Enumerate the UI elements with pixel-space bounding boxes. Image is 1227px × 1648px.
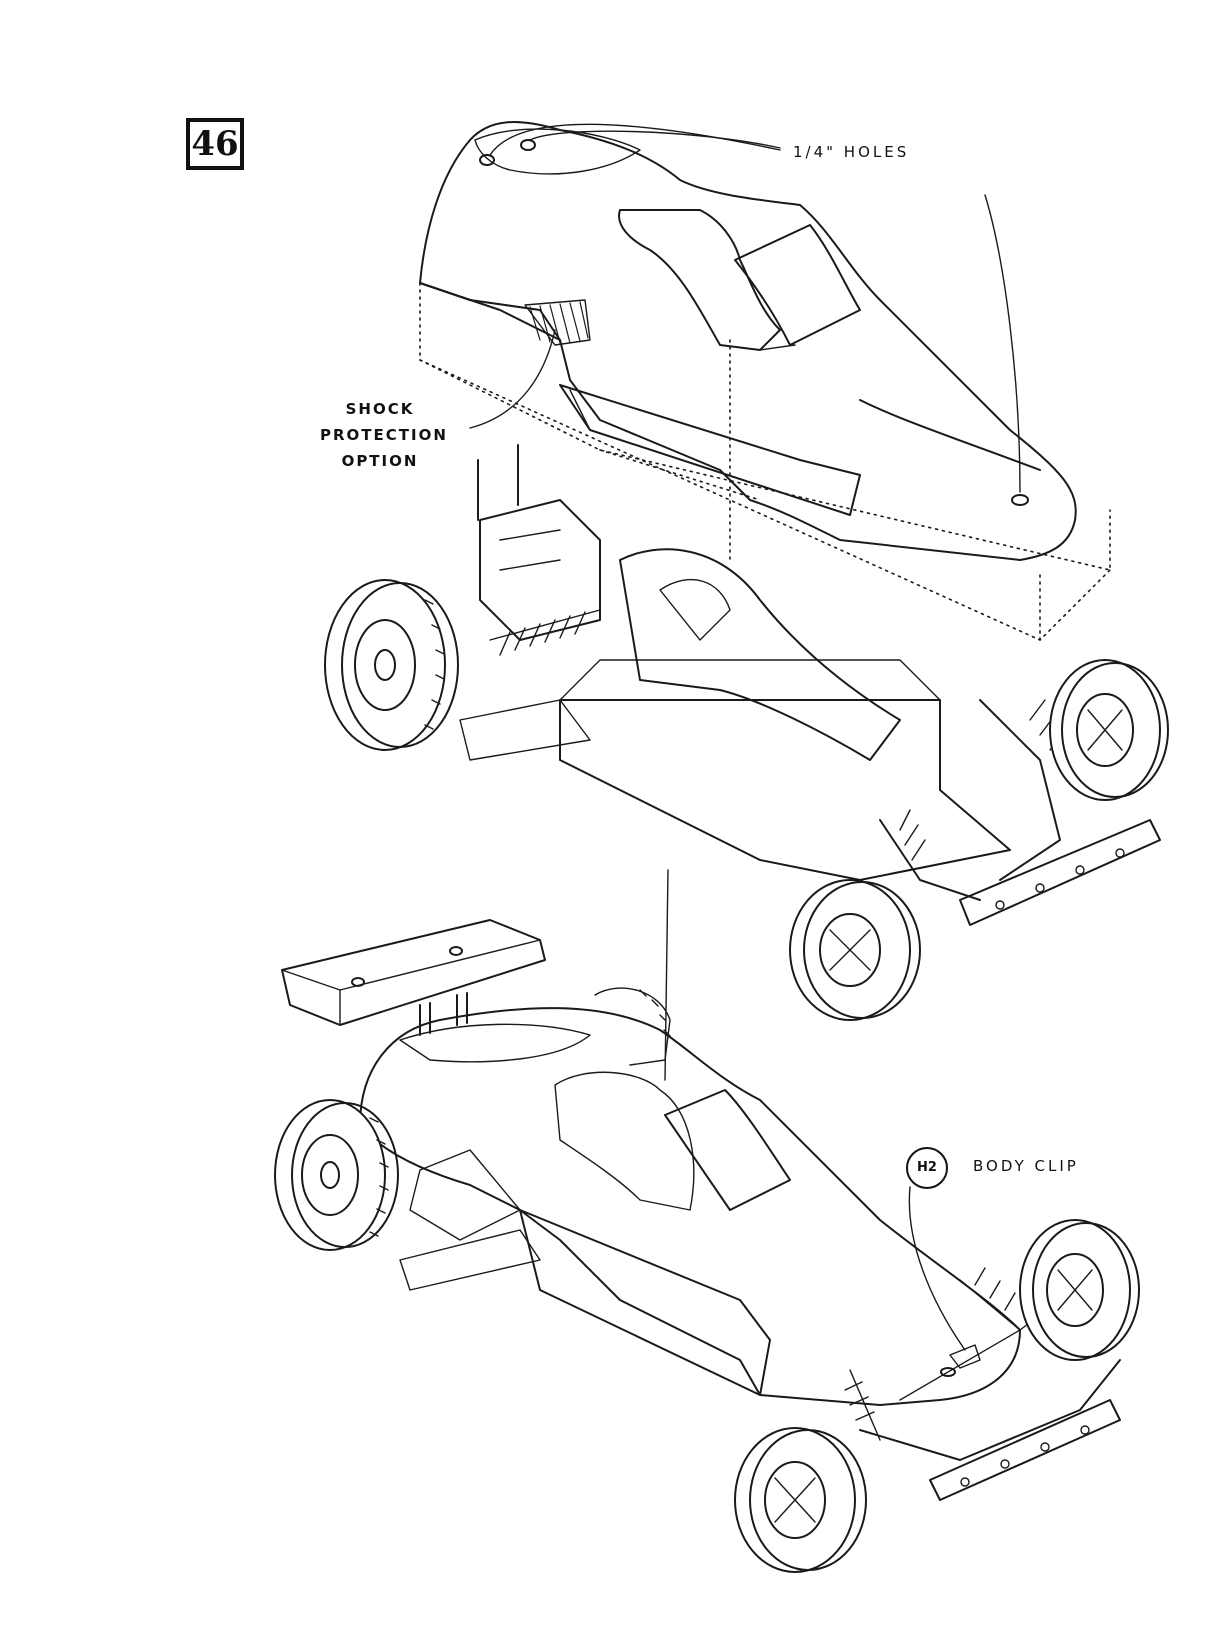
shock-protection-callout: SHOCK PROTECTION OPTION xyxy=(320,396,448,474)
shock-callout-line-2: PROTECTION xyxy=(320,426,448,444)
body-shell-exploded xyxy=(419,121,1111,641)
front-wheel-bottom-right xyxy=(1019,1219,1140,1361)
body-clip-callout: BODY CLIP xyxy=(973,1157,1079,1175)
step-number-badge: 46 xyxy=(186,118,244,170)
body-shell-assembled xyxy=(359,1007,1021,1406)
rear-wing xyxy=(281,919,546,1036)
front-wheel-top-right xyxy=(1049,659,1169,801)
antenna xyxy=(664,869,669,1081)
shock-callout-line-3: OPTION xyxy=(341,452,419,470)
front-wheel-top-left xyxy=(789,879,921,1021)
shock-callout-line-1: SHOCK xyxy=(345,400,415,418)
rear-wheel-top xyxy=(324,579,459,751)
holes-leader-lines xyxy=(489,123,1021,493)
shock-protection-area xyxy=(524,299,591,346)
part-id-badge: H2 xyxy=(906,1147,948,1189)
front-wheel-bottom-left xyxy=(734,1427,867,1573)
step-number: 46 xyxy=(191,124,239,164)
rear-wheel-bottom-left xyxy=(274,1099,399,1251)
holes-callout: 1/4" HOLES xyxy=(793,143,910,161)
shock-leader-line xyxy=(469,329,556,429)
rear-wheel-bottom-right xyxy=(594,987,671,1066)
chassis-exploded xyxy=(459,444,1161,926)
body-clip-leader-line xyxy=(908,1186,966,1351)
